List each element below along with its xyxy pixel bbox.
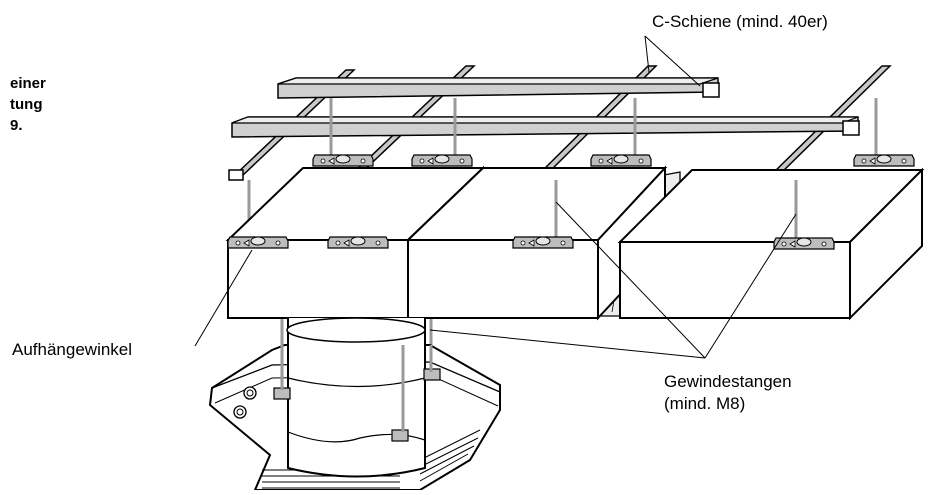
bracket-front-1 [227, 236, 289, 249]
partial-text-line-3: 9. [10, 117, 23, 134]
c-rails [231, 77, 860, 138]
fan-housing [208, 317, 501, 491]
partial-text-line-2: tung [10, 96, 43, 113]
rods-on-top [554, 180, 798, 240]
bracket-front-4 [773, 237, 835, 250]
bracket-front-3 [512, 236, 574, 249]
label-threaded-rods-spec: (mind. M8) [664, 394, 746, 413]
label-bracket: Aufhängewinkel [12, 340, 133, 359]
label-c-rail: C-Schiene (mind. 40er) [652, 12, 828, 31]
bracket-front-2 [327, 236, 389, 249]
duct-module-3 [617, 167, 925, 321]
label-threaded-rods: Gewindestangen [664, 372, 792, 391]
bracket-top-1 [312, 154, 374, 167]
bracket-top-4 [853, 154, 915, 167]
partial-text-line-1: einer [10, 75, 46, 92]
bracket-top-2 [411, 154, 473, 167]
bracket-top-3 [590, 154, 652, 167]
leader-lines [194, 35, 797, 359]
